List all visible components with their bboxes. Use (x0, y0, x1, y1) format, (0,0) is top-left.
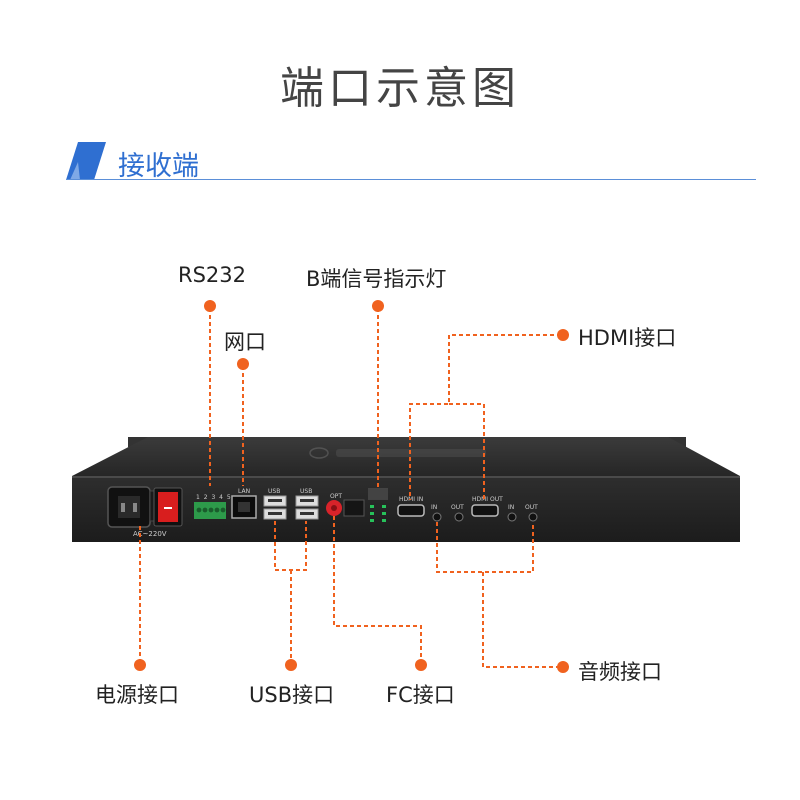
power-rating-text: AC~220V (133, 530, 167, 538)
audio-out-text-2: OUT (525, 504, 538, 511)
audio-out-2 (528, 512, 538, 522)
hdmi-leader (409, 334, 561, 500)
rack-ear-left (128, 437, 148, 447)
audio-in-text-1: IN (431, 504, 438, 511)
fc-label: FC接口 (386, 683, 455, 707)
power-label: 电源接口 (95, 683, 179, 707)
lan-dot (237, 358, 249, 370)
section-title: 接收端 (118, 151, 199, 182)
rs232-dot (204, 300, 216, 312)
signal-leds (370, 505, 386, 522)
hdmi-label: HDMI接口 (578, 326, 677, 350)
audio-leader (436, 522, 561, 668)
audio-out-1 (454, 512, 464, 522)
hdmi-in-text: HDMI IN (399, 496, 424, 503)
usb-text-1: USB (268, 488, 281, 495)
page-title: 端口示意图 (280, 63, 520, 114)
device-top (72, 437, 740, 476)
hdmi-out-text: HDMI OUT (472, 496, 503, 503)
usb-text-2: USB (300, 488, 313, 495)
lan-label: 网口 (224, 330, 266, 354)
usb-port-1 (263, 495, 287, 520)
opt-text: OPT (330, 493, 343, 500)
usb-label: USB接口 (249, 683, 335, 707)
b-signal-label: B端信号指示灯 (306, 267, 447, 291)
hdmi-in-port (397, 504, 425, 517)
usb-dot (285, 659, 297, 671)
signal-dot (372, 300, 384, 312)
audio-dot (557, 661, 569, 673)
lan-text: LAN (238, 488, 251, 495)
section-divider (66, 179, 756, 180)
fc-leader (333, 516, 422, 664)
audio-in-1 (432, 512, 442, 522)
usb-leader (274, 521, 307, 664)
audio-in-text-2: IN (508, 504, 515, 511)
audio-in-2 (507, 512, 517, 522)
audio-label: 音频接口 (578, 660, 662, 684)
section-bar-icon (66, 142, 106, 180)
hdmi-dot (557, 329, 569, 341)
fc-dot (415, 659, 427, 671)
rs232-pin-text: 1 2 3 4 5 (196, 494, 232, 501)
usb-port-2 (295, 495, 319, 520)
hdmi-out-port (471, 504, 499, 517)
power-dot (134, 659, 146, 671)
rs232-label: RS232 (178, 263, 247, 287)
audio-out-text-1: OUT (451, 504, 464, 511)
